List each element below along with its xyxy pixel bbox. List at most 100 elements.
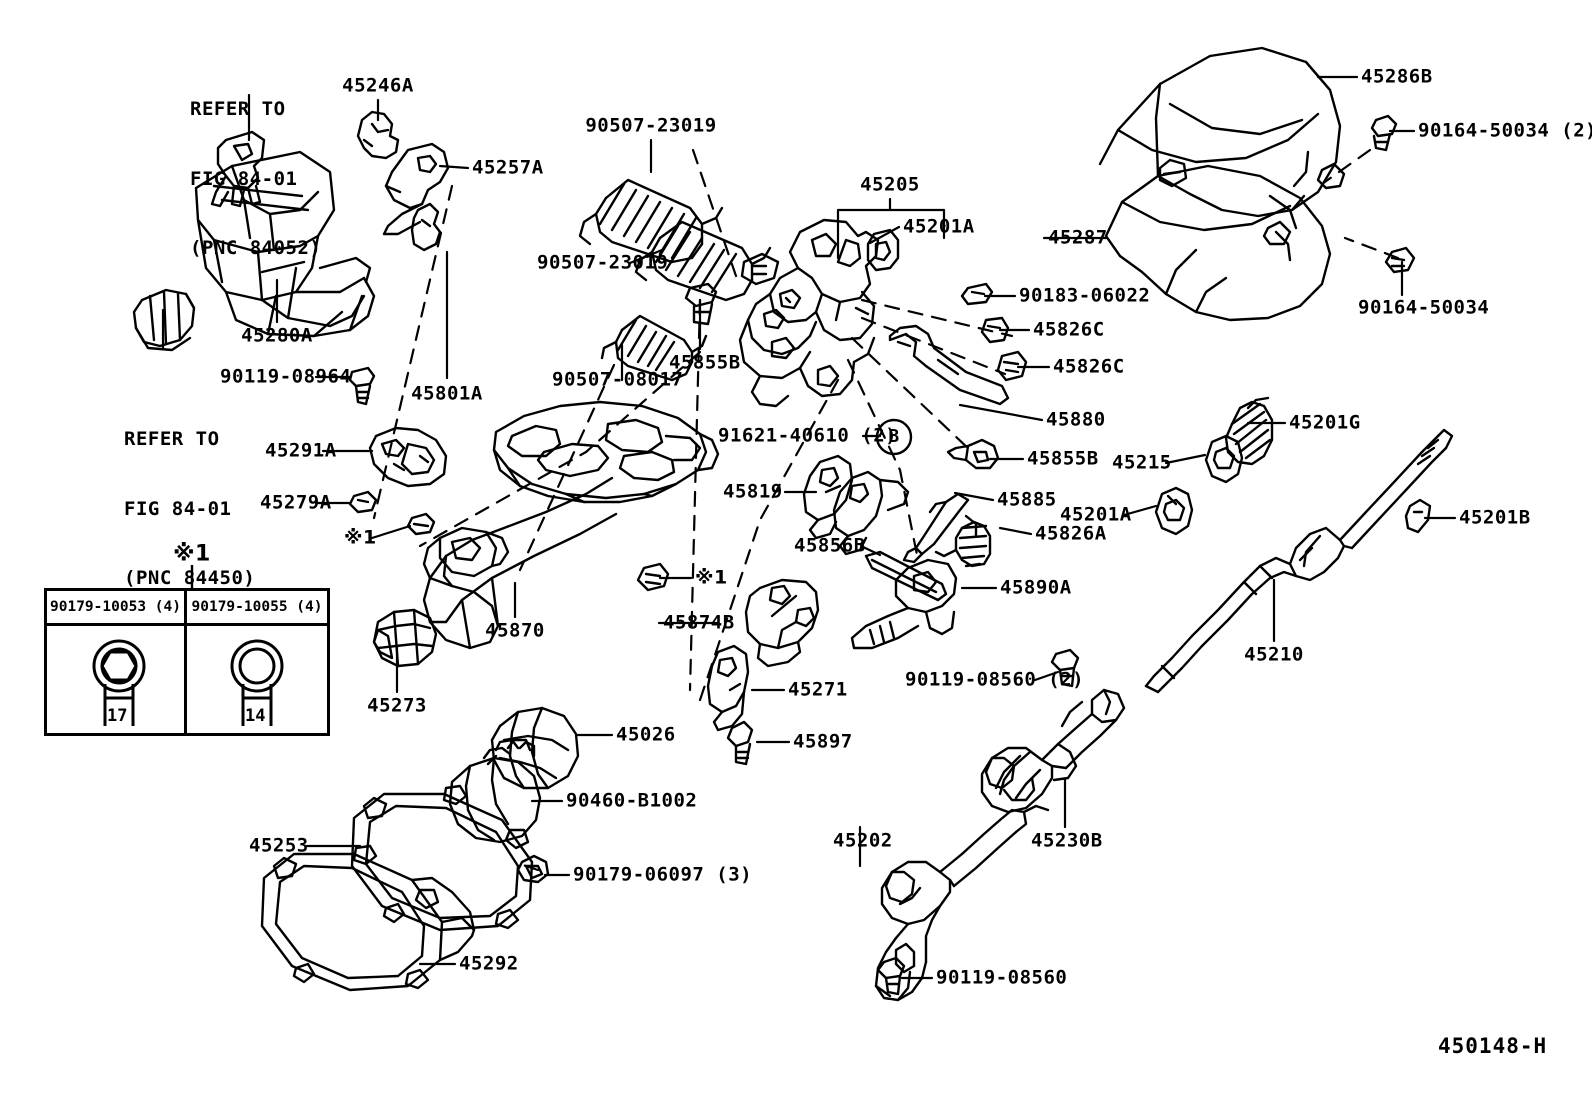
assembly-dashed-lines xyxy=(372,148,1400,872)
legend-bolt-1: 17 xyxy=(47,626,184,736)
part-90119-08964-bolt xyxy=(348,366,376,406)
part-45874b-bracket xyxy=(744,578,820,668)
callout-c-45271: 45271 xyxy=(788,678,848,701)
callout-c-45215: 45215 xyxy=(1112,451,1172,474)
callout-c-45826c-1: 45826C xyxy=(1033,318,1105,341)
callout-c-45826c-2: 45826C xyxy=(1053,355,1125,378)
part-45201a-bushing-top xyxy=(866,228,900,272)
legend-cell-1: 90179-10053 (4) 17 xyxy=(47,591,187,733)
callout-c-90179-06097: 90179-06097 (3) xyxy=(573,863,753,886)
part-45253-gasket xyxy=(350,784,534,932)
part-star1-washer-a xyxy=(406,512,436,536)
callout-c-star1-b: ※1 xyxy=(695,566,728,589)
part-45279a-nut xyxy=(348,490,378,514)
legend-size-1: 17 xyxy=(107,706,128,726)
part-45826a-spring xyxy=(934,514,992,568)
legend-part-no-2: 90179-10055 (4) xyxy=(187,591,327,626)
callout-c-45201g: 45201G xyxy=(1289,411,1361,434)
callout-c-45885: 45885 xyxy=(997,488,1057,511)
callout-c-90507-23019-1: 90507-23019 xyxy=(585,114,717,137)
callout-c-45874b: 45874B xyxy=(663,611,735,634)
part-45885-rod xyxy=(902,492,970,564)
callout-c-45202: 45202 xyxy=(833,829,893,852)
legend-part-no-1: 90179-10053 (4) xyxy=(47,591,184,626)
callout-c-45801a: 45801A xyxy=(411,382,483,405)
refer-line-3: (PNC 84052) xyxy=(190,237,322,260)
part-45890a-lever xyxy=(850,558,958,650)
callout-c-45210: 45210 xyxy=(1244,643,1304,666)
part-45215-washer xyxy=(1204,434,1244,484)
part-45201a-bushing-mid xyxy=(1154,486,1194,536)
callout-c-45287: 45287 xyxy=(1048,226,1108,249)
callout-c-45280a: 45280A xyxy=(241,324,313,347)
part-45291a-plate xyxy=(368,426,448,488)
part-45826c-bushing-1 xyxy=(980,316,1010,344)
callout-c-90164-50034-2: 90164-50034 (2) xyxy=(1418,119,1592,142)
part-45880-lever xyxy=(888,324,1010,406)
callout-c-90119-08560-2: 90119-08560 (2) xyxy=(905,668,1085,691)
callout-c-45826a: 45826A xyxy=(1035,522,1107,545)
callout-c-45880: 45880 xyxy=(1046,408,1106,431)
legend-marker-leader xyxy=(190,565,194,591)
callout-c-90119-08964: 90119-08964 xyxy=(220,365,352,388)
part-45246a-clip xyxy=(356,110,400,160)
refer-block-84450: REFER TO FIG 84-01 (PNC 84450) xyxy=(124,382,255,637)
callout-c-45890a: 45890A xyxy=(1000,576,1072,599)
callout-c-star1-a: ※1 xyxy=(344,526,377,549)
callout-c-45292: 45292 xyxy=(459,952,519,975)
callout-c-90507-23019-2: 90507-23019 xyxy=(537,251,669,274)
callout-c-45856b: 45856B xyxy=(794,534,866,557)
part-45292-cover xyxy=(260,844,476,992)
part-45205-lock-body xyxy=(738,218,880,408)
part-45026-grommet xyxy=(490,706,580,790)
part-90179-06097-nut xyxy=(516,854,550,884)
callout-c-45291a: 45291A xyxy=(265,439,337,462)
callout-c-90119-08560: 90119-08560 xyxy=(936,966,1068,989)
legend-bolt-2: 14 xyxy=(187,626,327,736)
callout-c-45257a: 45257A xyxy=(472,156,544,179)
refer-line-2: FIG 84-01 xyxy=(124,497,232,520)
callout-c-45870: 45870 xyxy=(485,619,545,642)
part-90507-23019-spring-1 xyxy=(578,178,724,264)
part-90164-50034-nut-1 xyxy=(1370,114,1398,152)
callout-c-45201a-mid: 45201A xyxy=(1060,503,1132,526)
callout-c-45855b-top: 45855B xyxy=(669,351,741,374)
callout-c-45819: 45819 xyxy=(723,480,783,503)
callout-c-45230b: 45230B xyxy=(1031,829,1103,852)
callout-c-45246a: 45246A xyxy=(342,74,414,97)
part-45273-bushing xyxy=(372,608,438,668)
callout-c-45026: 45026 xyxy=(616,723,676,746)
refer-block-84052: REFER TO FIG 84-01 (PNC 84052) xyxy=(190,52,321,307)
refer-line-1: REFER TO xyxy=(124,428,220,451)
part-45855b-bolt-mid xyxy=(946,438,1000,470)
callout-c-91621-40610: 91621-40610 (2) xyxy=(718,424,898,447)
part-star1-washer-b xyxy=(636,562,670,592)
part-90183-06022-clip xyxy=(960,282,994,306)
part-ref-84450 xyxy=(132,288,196,352)
refer-line-3: (PNC 84450) xyxy=(124,567,256,590)
legend-table: 90179-10053 (4) 17 90179-10 xyxy=(44,588,330,736)
callout-c-90460-b1002: 90460-B1002 xyxy=(566,789,698,812)
part-45855b-bolt-top xyxy=(684,282,718,326)
part-45271-bracket xyxy=(706,644,750,732)
callout-c-45205: 45205 xyxy=(860,173,920,196)
callout-c-45201b: 45201B xyxy=(1459,506,1531,529)
part-45801a-clip xyxy=(410,202,442,252)
part-45201g-bellows xyxy=(1224,396,1274,466)
part-45230b-u-joint xyxy=(980,688,1126,814)
part-45897-bolt xyxy=(726,720,754,766)
callout-c-45897: 45897 xyxy=(793,730,853,753)
part-90164-50034-nut-2 xyxy=(1384,246,1416,274)
callout-c-45286b: 45286B xyxy=(1361,65,1433,88)
callout-c-90164-50034: 90164-50034 xyxy=(1358,296,1490,319)
part-45856b-rod xyxy=(864,550,948,602)
callout-c-90507-08017: 90507-08017 xyxy=(552,368,684,391)
legend-cell-2: 90179-10055 (4) 14 xyxy=(187,591,327,733)
callout-c-90183-06022: 90183-06022 xyxy=(1019,284,1151,307)
part-45201b-clip xyxy=(1404,498,1432,534)
part-90460-b1002-clamp xyxy=(448,738,542,844)
refer-line-2: FIG 84-01 xyxy=(190,167,298,190)
part-45286b-upper-cover xyxy=(1098,46,1346,246)
refer-line-1: REFER TO xyxy=(190,98,286,121)
